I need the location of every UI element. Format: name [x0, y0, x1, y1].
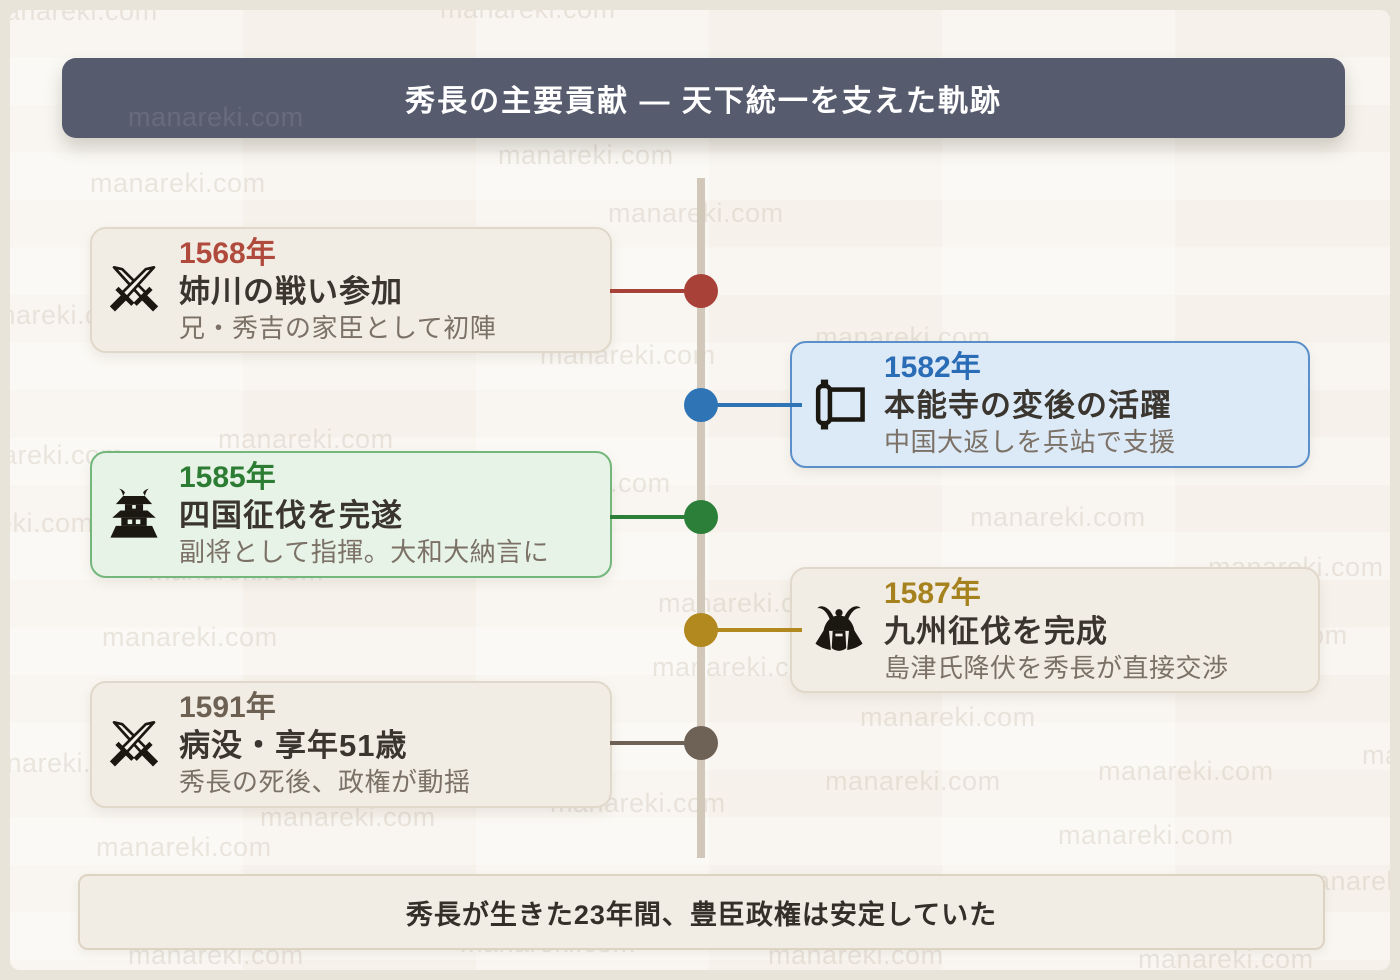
event-description: 副将として指揮。大和大納言に: [179, 537, 550, 567]
event-title: 九州征伐を完成: [884, 613, 1108, 649]
watermark-text: manareki.com: [440, 10, 616, 25]
footer-banner: 秀長が生きた23年間、豊臣政権は安定していた: [78, 874, 1325, 950]
scroll-icon: [810, 376, 868, 434]
event-description: 兄・秀吉の家臣として初陣: [179, 312, 497, 343]
event-year: 1568年: [179, 236, 276, 270]
connector-line: [710, 403, 802, 407]
timeline-dot: [684, 500, 718, 534]
event-texts: 1585年 四国征伐を完遂 副将として指揮。大和大納言に: [179, 460, 549, 569]
event-description: 中国大返しを兵站で支援: [884, 427, 1176, 457]
timeline-dot: [684, 726, 718, 760]
event-year: 1582年: [884, 351, 981, 384]
event-description: 秀長の死後、政権が動揺: [179, 767, 471, 797]
watermark-text: manareki.com: [1098, 756, 1274, 786]
event-year: 1585年: [179, 461, 276, 494]
event-card: 1585年 四国征伐を完遂 副将として指揮。大和大納言に: [90, 451, 612, 578]
event-title: 本能寺の変後の活躍: [884, 388, 1172, 423]
watermark-text: manareki.com: [1362, 740, 1390, 770]
watermark-text: manareki.com: [825, 766, 1001, 796]
watermark-text: manareki.com: [10, 10, 158, 26]
footer-text: 秀長が生きた23年間、豊臣政権は安定していた: [405, 899, 998, 930]
watermark-text: manareki.com: [90, 168, 266, 198]
event-title: 病没・享年51歳: [179, 728, 408, 763]
watermark-text: manareki.com: [970, 502, 1146, 532]
watermark-text: manareki.com: [10, 508, 94, 538]
timeline-dot: [684, 388, 718, 422]
connector-line: [610, 289, 702, 293]
event-texts: 1582年 本能寺の変後の活躍 中国大返しを兵站で支援: [884, 350, 1176, 459]
connector-line: [710, 628, 802, 632]
event-texts: 1568年 姉川の戦い参加 兄・秀吉の家臣として初陣: [179, 236, 496, 345]
header-banner: 秀長の主要貢献 ― 天下統一を支えた軌跡: [62, 58, 1345, 138]
watermark-text: manareki.com: [102, 622, 278, 652]
event-card: 1591年 病没・享年51歳 秀長の死後、政権が動揺: [90, 681, 612, 808]
event-card: 1582年 本能寺の変後の活躍 中国大返しを兵站で支援: [790, 341, 1310, 468]
connector-line: [610, 515, 702, 519]
page-title: 秀長の主要貢献 ― 天下統一を支えた軌跡: [405, 85, 1002, 118]
crossed-swords-icon: [105, 716, 163, 774]
timeline-dot: [684, 274, 718, 308]
event-texts: 1591年 病没・享年51歳 秀長の死後、政権が動揺: [179, 690, 471, 799]
kabuto-helmet-icon: [810, 601, 868, 659]
watermark-text: manareki.com: [608, 198, 784, 228]
watermark-text: manareki.com: [1058, 820, 1234, 850]
event-description: 島津氏降伏を秀長が直接交渉: [884, 652, 1229, 683]
castle-icon: [105, 486, 163, 544]
event-title: 四国征伐を完遂: [179, 498, 403, 533]
event-card: 1568年 姉川の戦い参加 兄・秀吉の家臣として初陣: [90, 227, 612, 353]
event-year: 1591年: [179, 691, 276, 724]
event-title: 姉川の戦い参加: [179, 273, 403, 309]
watermark-text: manareki.com: [498, 140, 674, 170]
connector-line: [610, 741, 702, 745]
watermark-text: manareki.com: [860, 702, 1036, 732]
infographic-canvas: manareki.com manareki.com manareki.com mana…: [10, 10, 1390, 970]
event-card: 1587年 九州征伐を完成 島津氏降伏を秀長が直接交渉: [790, 567, 1320, 693]
event-year: 1587年: [884, 576, 981, 610]
timeline-dot: [684, 613, 718, 647]
event-texts: 1587年 九州征伐を完成 島津氏降伏を秀長が直接交渉: [884, 576, 1229, 685]
watermark-text: manareki.com: [96, 832, 272, 862]
crossed-swords-icon: [105, 261, 163, 319]
